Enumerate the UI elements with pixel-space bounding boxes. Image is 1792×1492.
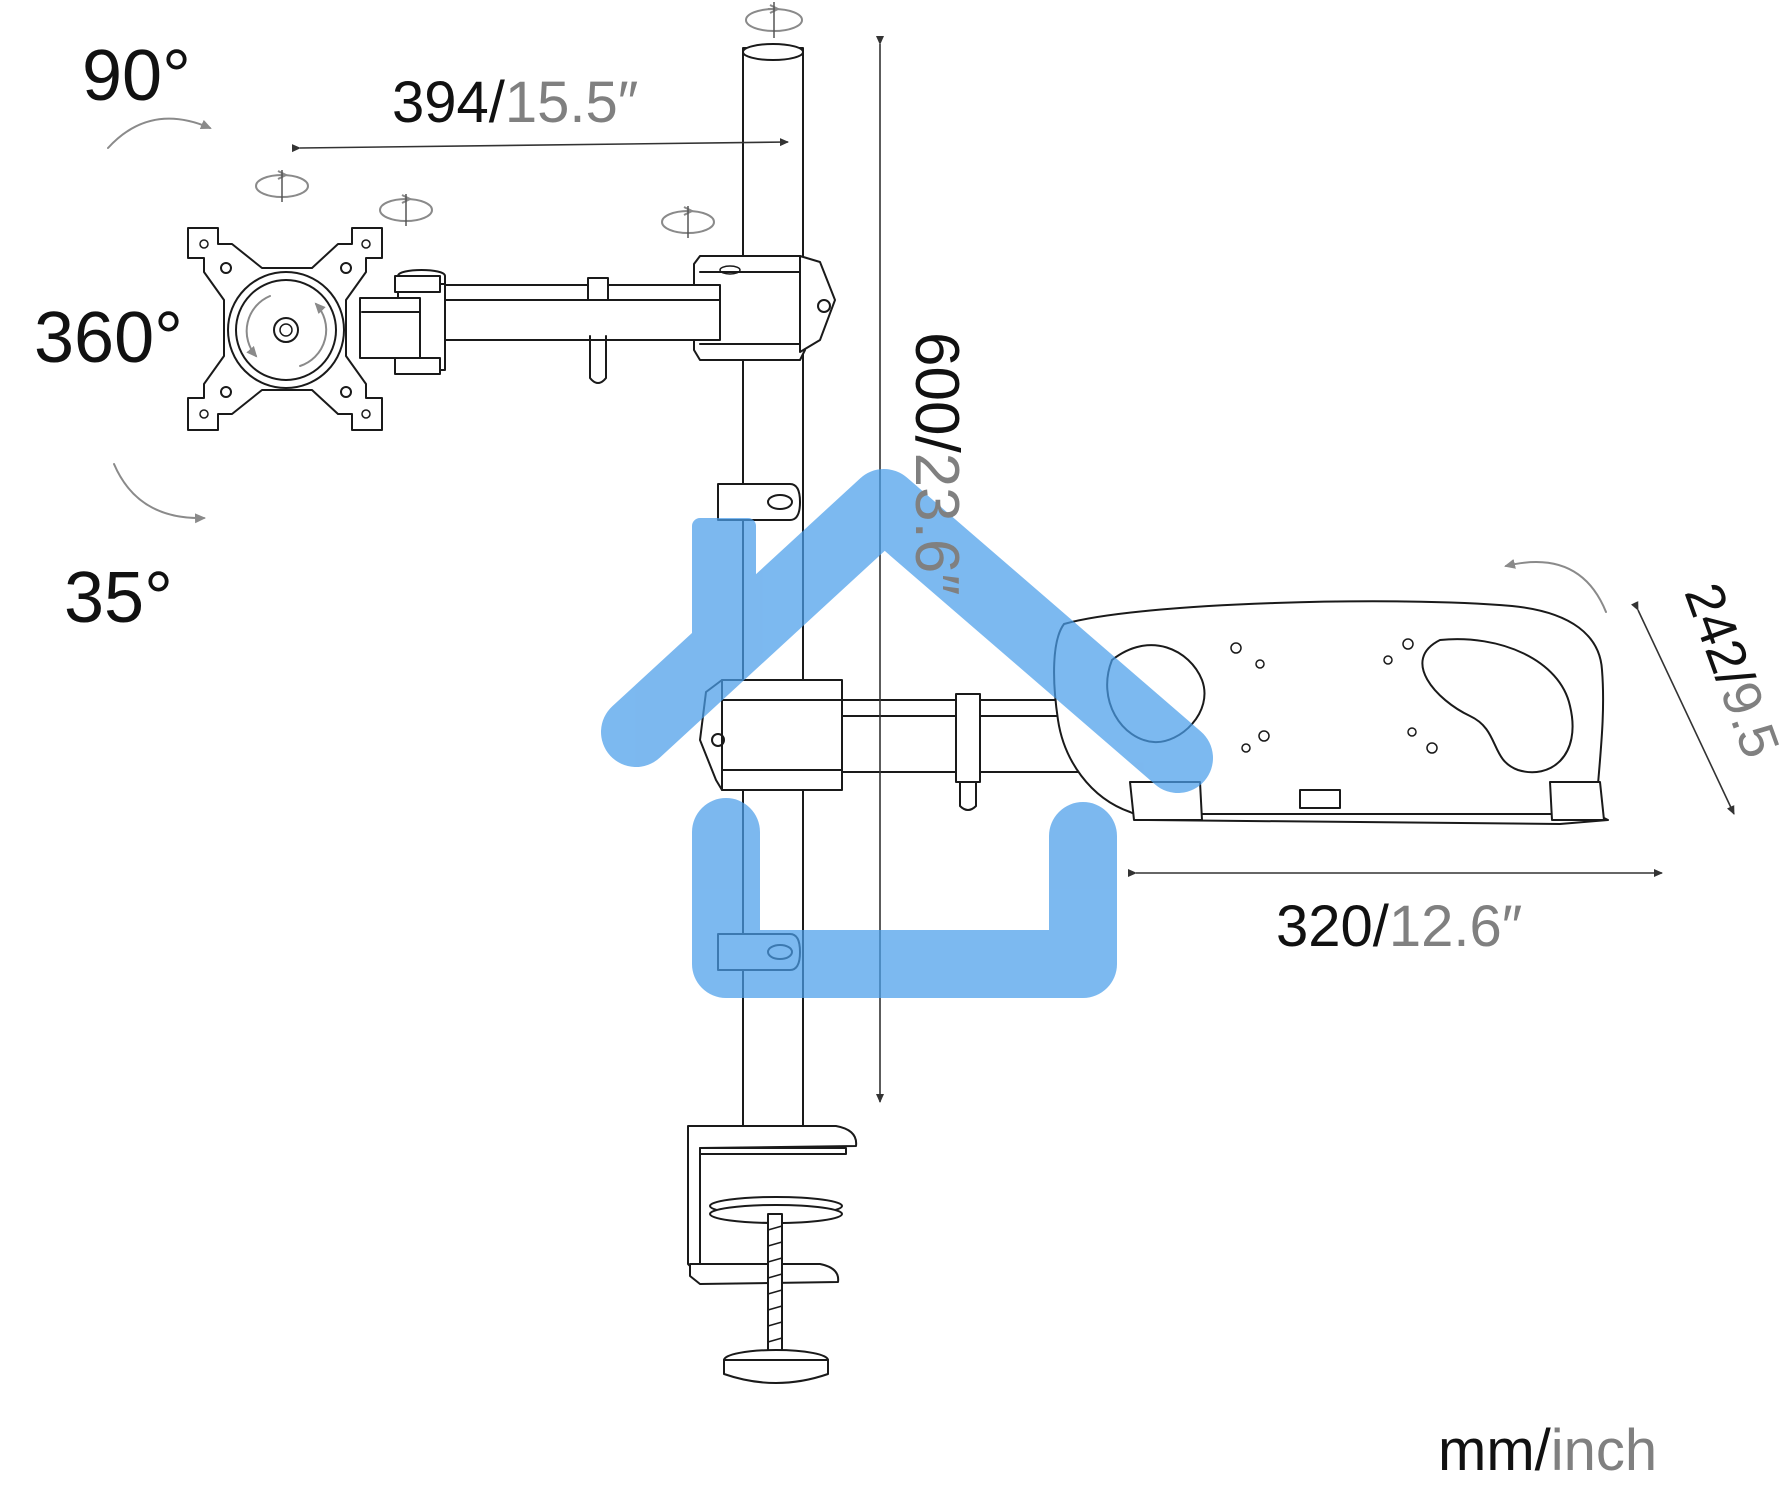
desk-clamp	[687, 1125, 858, 1384]
rotate-icon	[379, 194, 433, 226]
arm-reach-dimension-line	[291, 138, 789, 153]
tray-depth-dimension-line	[1630, 601, 1735, 815]
pole-height-label: 600/23.6″	[902, 332, 971, 595]
units-label: mm/inch	[1438, 1418, 1657, 1483]
rotate-icon	[745, 2, 803, 38]
tray-width-label: 320/12.6″	[1276, 894, 1522, 959]
vesa-plate	[187, 227, 383, 431]
rotate-icon	[255, 170, 309, 202]
house-icon	[601, 469, 1213, 998]
tilt-down-arrow	[113, 463, 206, 524]
tilt-up-arrow	[107, 117, 212, 149]
arm-reach-label: 394/15.5″	[392, 70, 638, 135]
tray-depth-label: 242/9.5	[1673, 576, 1791, 766]
tilt-down-angle: 35°	[64, 558, 173, 638]
monitor-arm	[359, 255, 836, 384]
tray-rotate-arrow	[1504, 559, 1607, 613]
tilt-up-angle: 90°	[82, 36, 191, 116]
rotate-icon	[661, 206, 715, 238]
cable-clip	[717, 483, 801, 521]
rotation-angle: 360°	[34, 298, 183, 378]
